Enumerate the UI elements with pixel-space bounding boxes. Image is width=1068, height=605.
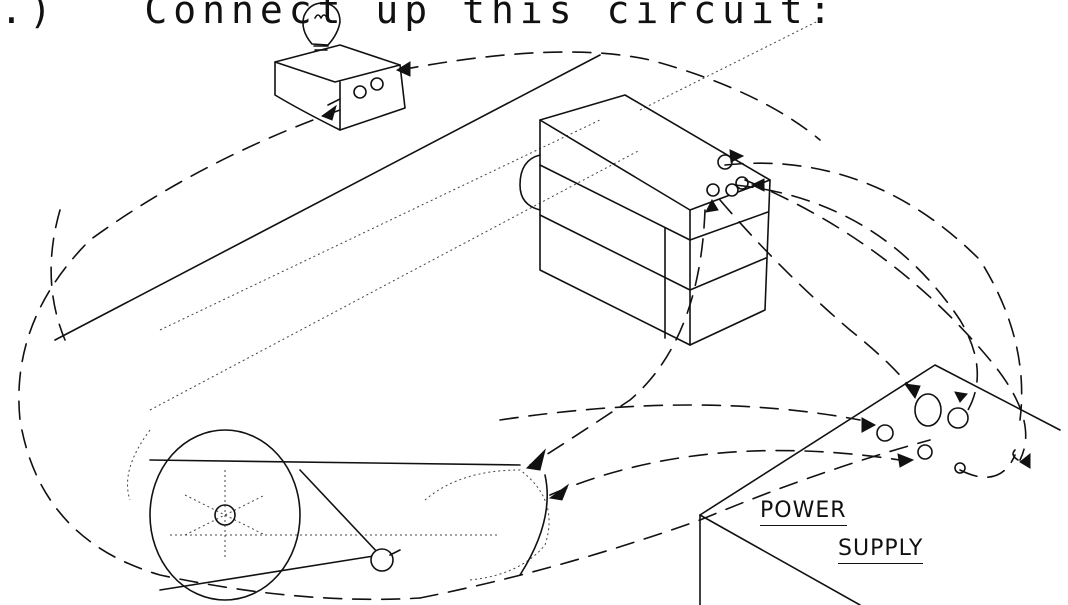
arrow-icon	[903, 383, 921, 400]
power-terminal-4	[917, 444, 933, 460]
motor-terminal-3	[735, 176, 749, 190]
arrow-icon	[897, 453, 915, 468]
motor-box	[519, 94, 771, 346]
bulb-holder	[274, 2, 406, 131]
arrow-icon	[750, 178, 765, 192]
question-number: .)	[0, 0, 58, 32]
belt-and-pulley	[127, 429, 550, 601]
pulley-wheel	[149, 429, 301, 601]
bulb-terminal-2	[370, 77, 384, 91]
arrow-icon	[395, 61, 411, 77]
arrow-icon	[705, 198, 719, 213]
power-label-line2: SUPPLY	[838, 536, 924, 564]
bulb-terminal-1	[353, 85, 367, 99]
power-terminal-3	[876, 424, 894, 442]
table-surface	[54, 19, 821, 411]
pulley-motor	[370, 548, 394, 572]
question-text: Connect up this circuit:	[144, 0, 838, 32]
arrow-icon	[861, 417, 877, 433]
power-terminal-large	[914, 393, 942, 427]
arrow-icon	[1019, 452, 1031, 469]
question-heading: .) Connect up this circuit:	[0, 0, 837, 32]
motor-terminal-1	[706, 183, 720, 197]
connection-wires	[18, 51, 1027, 601]
arrow-icon	[548, 483, 570, 501]
arrow-icon	[729, 149, 745, 163]
arrow-icon	[525, 448, 546, 471]
power-terminal-2	[947, 407, 969, 429]
light-bulb-icon	[302, 2, 341, 51]
arrow-icon	[320, 104, 337, 121]
motor-terminal-4	[717, 154, 733, 170]
motor-terminal-2	[725, 183, 739, 197]
power-label-line1: POWER	[760, 498, 847, 526]
power-supply	[699, 364, 1061, 605]
wire-arrows	[320, 61, 1031, 501]
arrow-icon	[954, 391, 968, 403]
